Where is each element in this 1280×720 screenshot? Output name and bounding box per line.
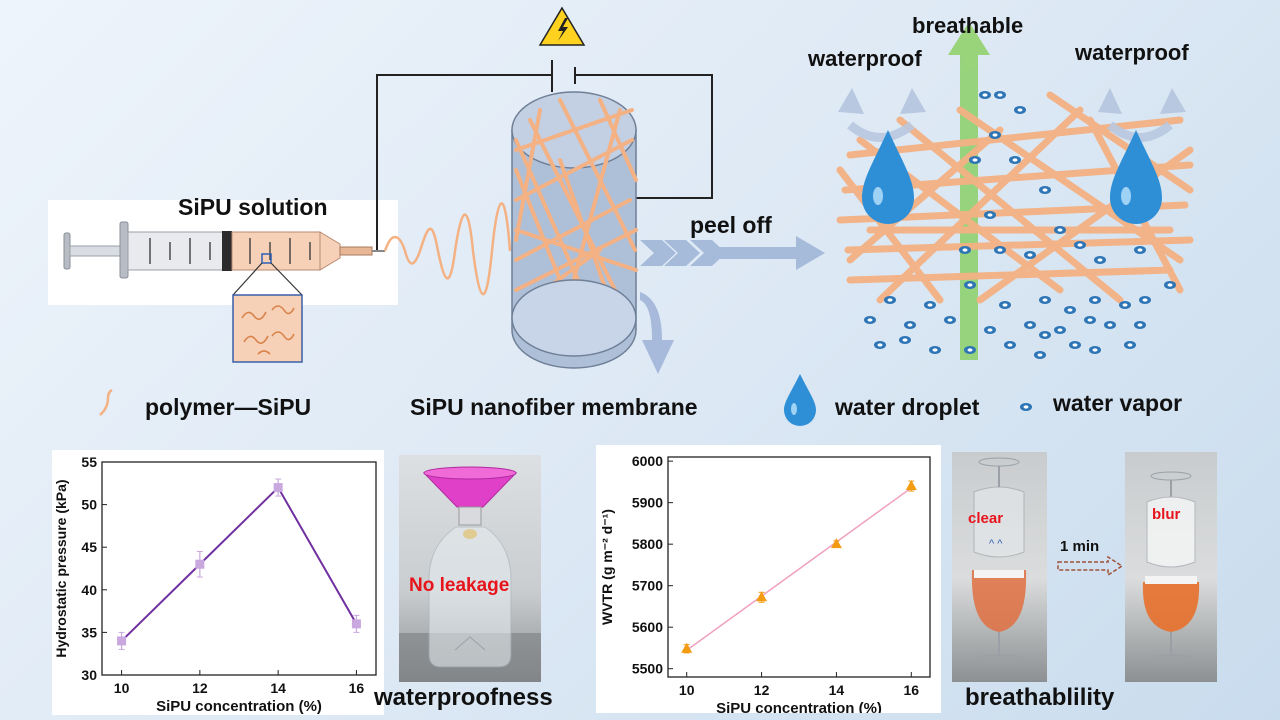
y-tick-label: 50 (81, 497, 97, 513)
polymer-zoom-box (232, 262, 303, 363)
y-tick-label: 5800 (632, 536, 663, 552)
x-axis-label: SiPU concentration (%) (716, 700, 882, 713)
data-point (681, 642, 693, 653)
data-point (195, 559, 205, 569)
polymer-legend-icon (99, 388, 113, 416)
y-axis-label: WVTR (g m⁻² d⁻¹) (599, 509, 615, 625)
waterproof-right-label: waterproof (1075, 40, 1189, 65)
bottle-illustration (399, 466, 541, 682)
data-point (117, 636, 127, 646)
syringe-icon (63, 221, 385, 279)
data-point (905, 480, 917, 491)
membrane-fiber (896, 116, 1124, 304)
drum-fiber (514, 138, 634, 202)
drum-fiber (528, 118, 622, 302)
glass-clear-illustration: ^ ^ (971, 457, 1027, 664)
data-point (756, 591, 768, 602)
breathable-arrow-icon (948, 22, 990, 70)
y-tick-label: 6000 (632, 453, 663, 469)
waterproofness-caption: waterproofness (374, 684, 553, 711)
y-tick-label: 5600 (632, 619, 663, 635)
clear-label: clear (968, 510, 1004, 527)
y-tick-label: 35 (81, 624, 97, 640)
y-axis-label: Hydrostatic pressure (kPa) (53, 479, 69, 657)
schematic (63, 6, 1194, 426)
bounce-arrow-right-icon (1107, 121, 1173, 142)
data-point (273, 483, 283, 493)
peel-off-label: peel off (690, 212, 772, 238)
drum-fiber (514, 228, 638, 272)
spinning-jet (383, 202, 512, 296)
water-droplet-legend-icon (784, 374, 816, 426)
drum-fiber (598, 98, 638, 182)
x-tick-label: 12 (754, 682, 770, 698)
drum-fiber (514, 108, 542, 242)
water-vapor-legend-icon (1020, 403, 1032, 411)
x-tick-label: 16 (349, 680, 365, 696)
x-tick-label: 12 (192, 680, 208, 696)
photo-bottle: No leakage (399, 455, 541, 682)
breathable-path (960, 35, 978, 360)
svg-text:^ ^: ^ ^ (989, 538, 1003, 550)
membrane-fiber (1046, 91, 1194, 194)
y-tick-label: 55 (81, 454, 97, 470)
x-tick-label: 14 (829, 682, 845, 698)
photo-glass-clear: ^ ^ clear (952, 452, 1047, 682)
plot-frame (667, 456, 931, 678)
x-tick-label: 10 (679, 682, 695, 698)
down-arrow (640, 292, 674, 374)
data-point (351, 619, 361, 629)
circuit-wire (376, 60, 713, 250)
high-voltage-icon (538, 6, 586, 46)
y-tick-label: 45 (81, 539, 97, 555)
peel-off-arrow (640, 236, 825, 270)
y-tick-label: 5900 (632, 495, 663, 511)
syringe-label: SiPU solution (178, 194, 328, 220)
no-leakage-label: No leakage (409, 575, 510, 596)
bounce-arrow-left-icon (847, 121, 915, 142)
y-tick-label: 40 (81, 582, 97, 598)
x-axis-label: SiPU concentration (%) (156, 698, 322, 715)
breathable-label: breathable (912, 13, 1024, 38)
series-line (686, 487, 912, 651)
drum-fiber (514, 228, 638, 292)
legend-polymer-label: polymer—SiPU (145, 394, 312, 420)
blur-label: blur (1152, 506, 1181, 523)
legend-membrane-label: SiPU nanofiber membrane (410, 394, 698, 420)
one-minute-label: 1 min (1060, 538, 1100, 555)
series-line (120, 485, 358, 642)
photo-glass-blur: blur (1125, 452, 1217, 682)
membrane-fiber (836, 166, 944, 304)
y-tick-label: 5500 (632, 661, 663, 677)
breathability-caption: breathablility (965, 684, 1115, 711)
plot-frame (101, 461, 377, 676)
x-tick-label: 16 (903, 682, 919, 698)
drum-fiber (558, 98, 637, 252)
drum-fiber (514, 198, 632, 262)
legend-vapor-label: water vapor (1053, 390, 1183, 416)
legend-droplet-label: water droplet (835, 394, 980, 420)
waterproof-left-label: waterproof (808, 46, 922, 71)
y-tick-label: 5700 (632, 578, 663, 594)
membrane-schematic (836, 22, 1194, 360)
x-tick-label: 14 (270, 680, 286, 696)
time-arrow-icon (1057, 556, 1124, 576)
y-tick-label: 30 (81, 667, 97, 683)
membrane-fiber (844, 236, 1194, 254)
water-droplet-icon (862, 130, 914, 224)
membrane-fiber (846, 116, 1184, 159)
glass-blur-illustration (1142, 471, 1200, 664)
data-point (830, 538, 842, 549)
water-droplet-icon (1110, 130, 1162, 224)
membrane-fiber (846, 126, 1004, 264)
x-tick-label: 10 (114, 680, 130, 696)
drum-collector (511, 91, 638, 369)
